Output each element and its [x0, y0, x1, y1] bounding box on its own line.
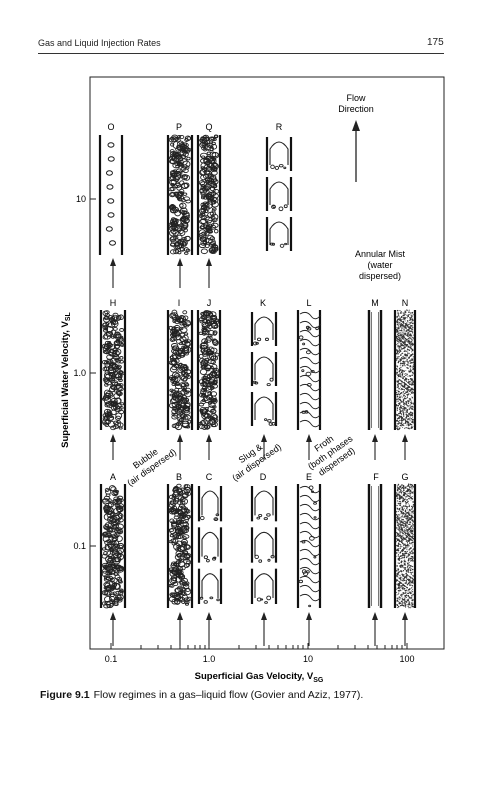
tube-L	[296, 310, 322, 430]
arrow-below-E	[306, 612, 312, 646]
arrow-below-G	[402, 612, 408, 646]
flow-direction-label-2: Direction	[338, 104, 374, 114]
tube-I	[166, 309, 194, 431]
tube-F	[367, 484, 383, 608]
letter-J: J	[207, 298, 212, 308]
x-axis-label: Superficial Gas Velocity, VSG	[195, 671, 324, 684]
arrow-below-D	[261, 612, 267, 646]
letter-P: P	[176, 122, 182, 132]
arrow-below-M	[372, 434, 378, 460]
running-head: Gas and Liquid Injection Rates	[38, 38, 161, 48]
letter-D: D	[260, 472, 267, 482]
y-tick-label-1: 1.0	[73, 368, 86, 378]
tube-C	[197, 486, 223, 604]
letter-R: R	[276, 122, 283, 132]
letter-C: C	[206, 472, 213, 482]
arrow-below-C	[206, 612, 212, 646]
tube-H	[99, 310, 127, 431]
letter-F: F	[373, 472, 379, 482]
flow-direction-arrowhead	[352, 120, 360, 131]
x-tick-label-100: 100	[399, 654, 414, 664]
x-tick-label-01: 0.1	[105, 654, 118, 664]
letter-K: K	[260, 298, 266, 308]
tube-R	[265, 137, 293, 251]
header-rule	[38, 53, 444, 54]
annular-label-3: dispersed)	[359, 271, 401, 281]
letter-E: E	[306, 472, 312, 482]
letter-I: I	[178, 298, 181, 308]
letter-L: L	[306, 298, 311, 308]
tube-K	[250, 312, 278, 426]
arrow-below-A	[110, 612, 116, 646]
arrow-below-L	[306, 434, 312, 460]
letter-M: M	[371, 298, 379, 308]
arrow-below-O	[110, 258, 116, 288]
plot-frame	[89, 76, 445, 650]
tube-N	[393, 309, 417, 431]
annular-label-2: (water	[367, 260, 392, 270]
tube-M	[367, 310, 383, 430]
arrow-below-N	[402, 434, 408, 460]
tube-D	[250, 486, 278, 604]
y-axis-label: Superficial Water Velocity, VSL	[60, 311, 72, 447]
flow-direction-label-1: Flow	[346, 93, 366, 103]
y-tick-label-10: 10	[76, 194, 86, 204]
arrow-below-I	[177, 434, 183, 460]
tube-B	[166, 483, 194, 608]
letter-B: B	[176, 472, 182, 482]
letter-Q: Q	[205, 122, 212, 132]
flow-pattern-sketches	[98, 134, 417, 609]
tube-J	[196, 309, 222, 430]
arrow-below-H	[110, 434, 116, 460]
tube-O	[98, 135, 124, 255]
x-tick-label-10: 10	[303, 654, 313, 664]
letter-N: N	[402, 298, 409, 308]
regime-labels: Annular Mist (water dispersed) Bubble (a…	[125, 249, 406, 488]
y-tick-label-01: 0.1	[73, 541, 86, 551]
tube-Q	[196, 134, 222, 255]
arrow-below-Q	[206, 258, 212, 288]
annular-label-1: Annular Mist	[355, 249, 406, 259]
page-number: 175	[427, 37, 444, 48]
arrow-below-B	[177, 612, 183, 646]
arrow-below-F	[372, 612, 378, 646]
x-tick-label-1: 1.0	[203, 654, 216, 664]
letter-O: O	[107, 122, 114, 132]
column-flow-arrows	[110, 258, 408, 646]
arrow-below-K	[261, 434, 267, 460]
regime-letters: O P Q R H I J K L M N A B C D E F G	[107, 122, 408, 482]
tube-E	[296, 484, 322, 608]
tube-P	[166, 134, 194, 255]
letter-H: H	[110, 298, 117, 308]
letter-A: A	[110, 472, 116, 482]
x-axis-ticks	[110, 643, 408, 649]
tube-A	[99, 484, 127, 609]
arrow-below-J	[206, 434, 212, 460]
letter-G: G	[401, 472, 408, 482]
tube-G	[393, 483, 417, 609]
arrow-below-P	[177, 258, 183, 288]
